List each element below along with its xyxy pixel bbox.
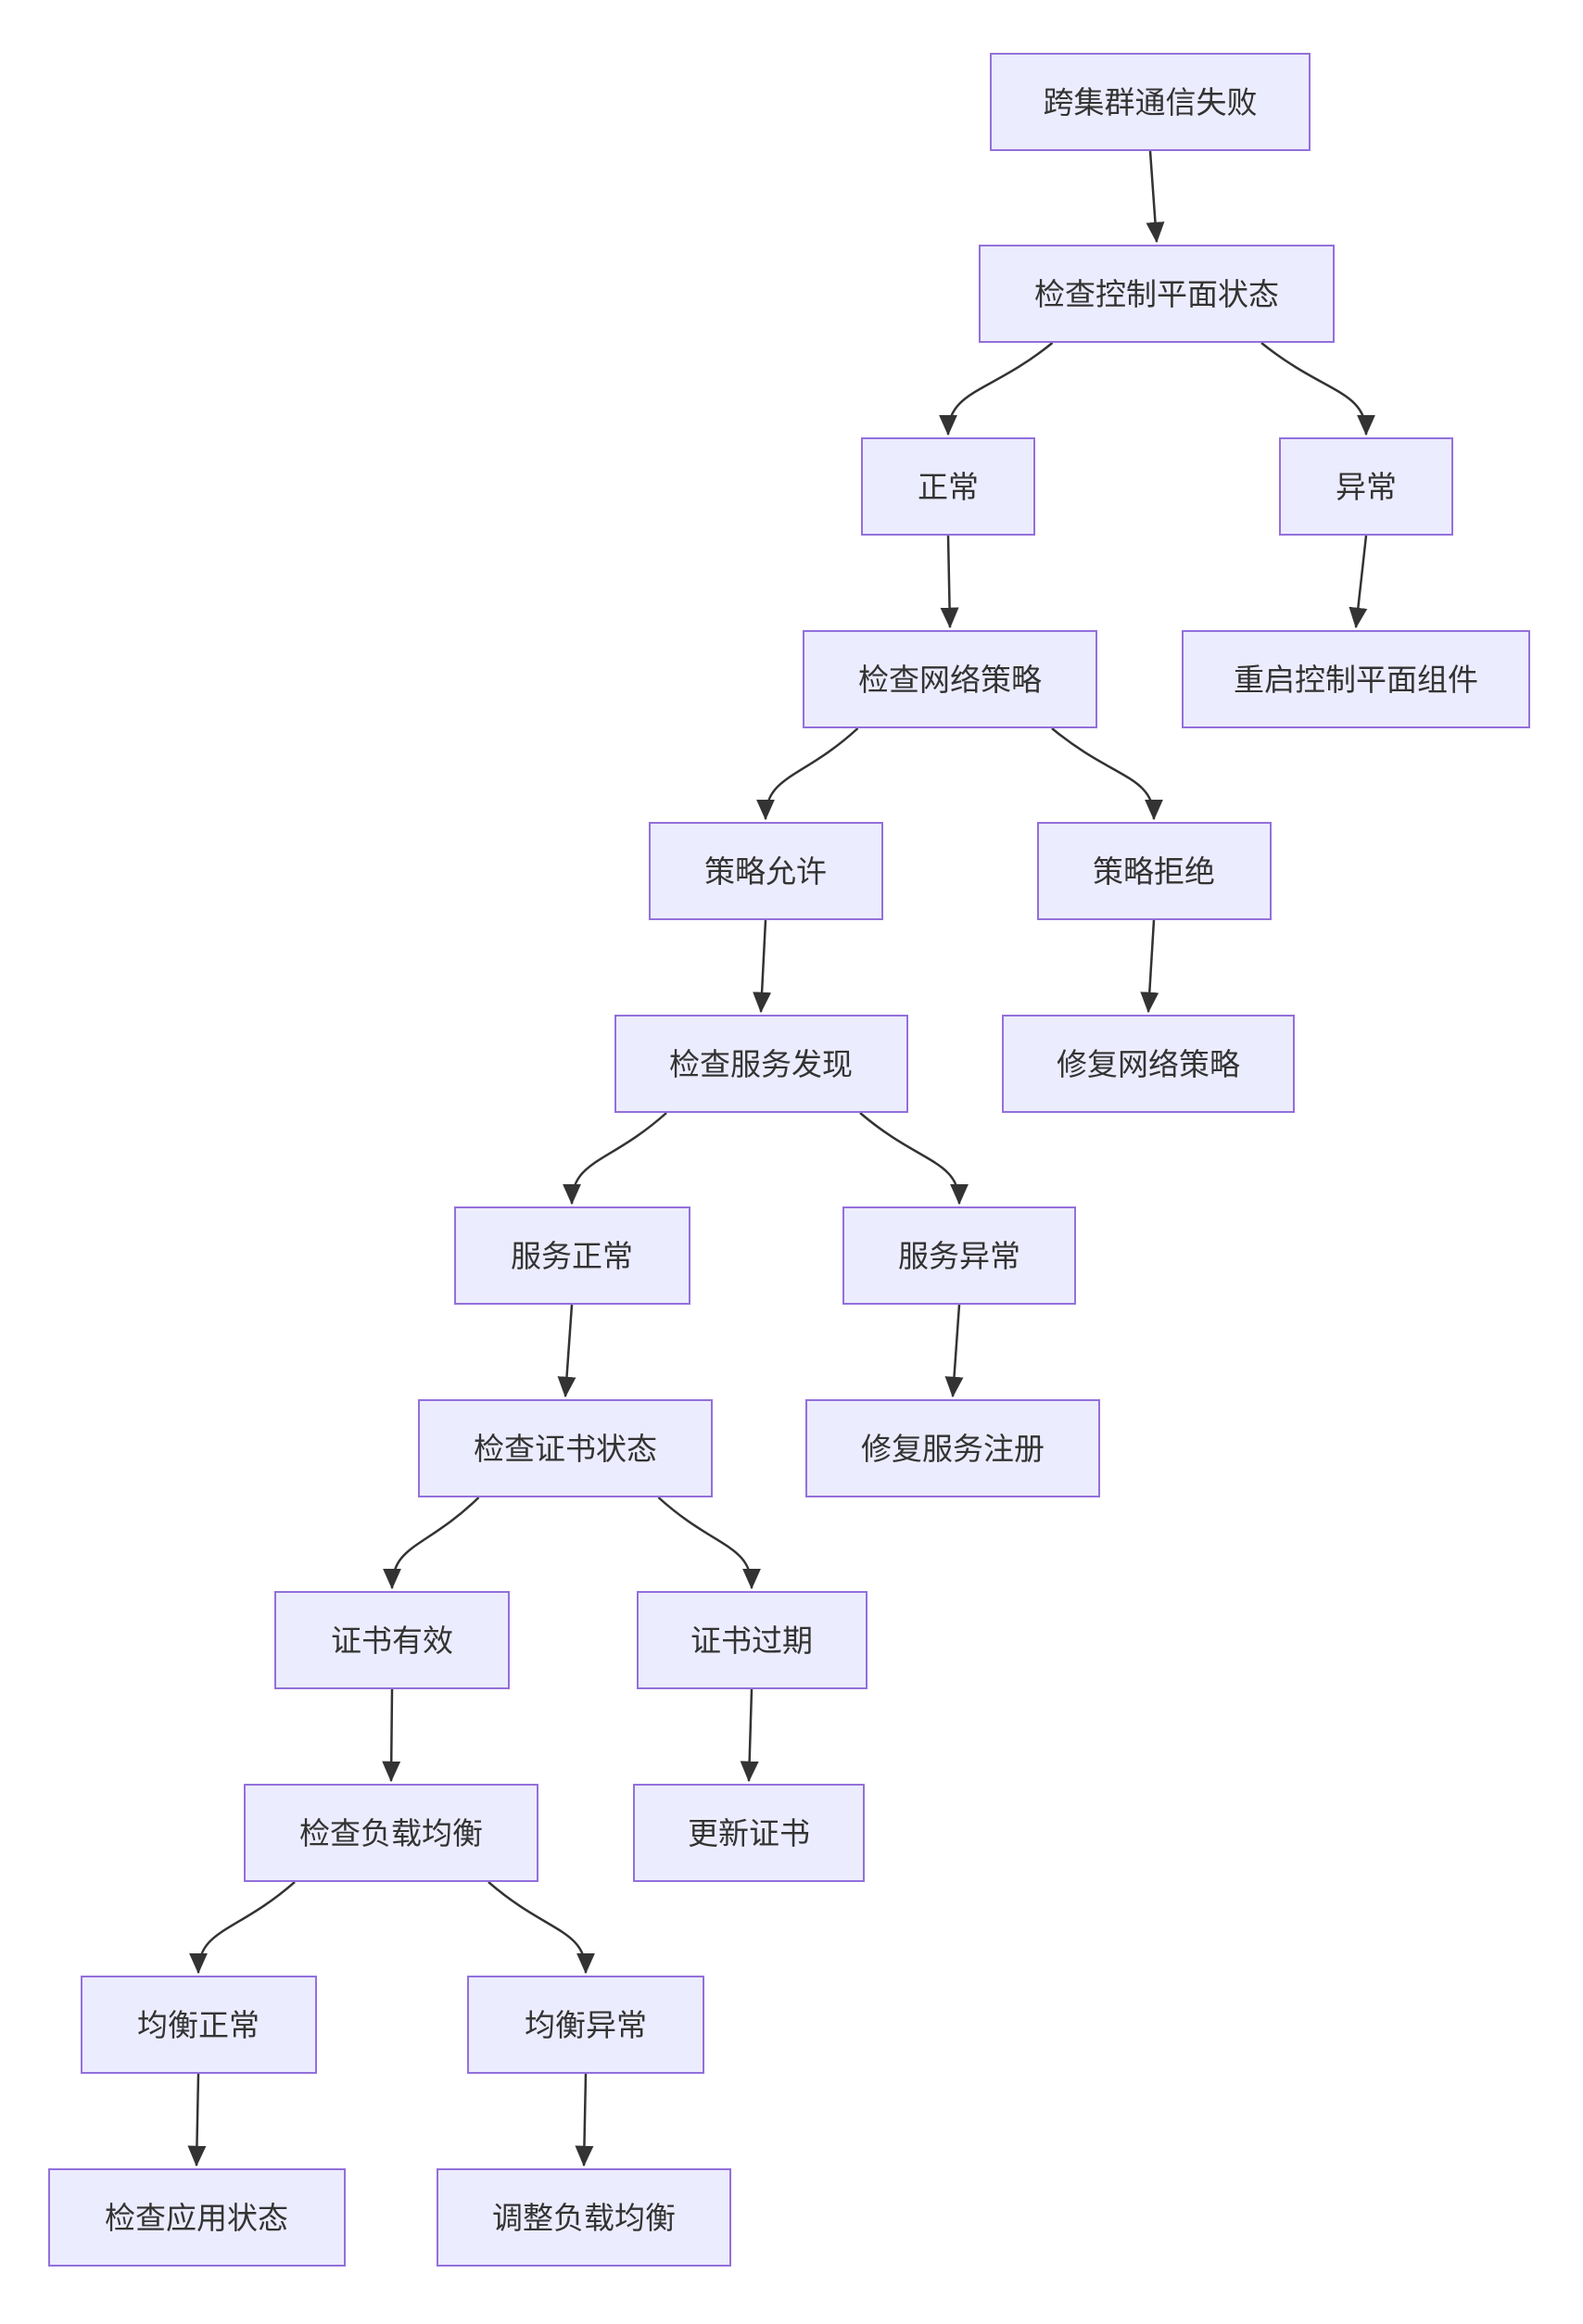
flow-node-P: 证书过期 [636,1591,867,1689]
edge-B-D [1260,342,1375,436]
edge-C-E [940,535,959,629]
edge-O-Q [382,1688,401,1783]
edge-Q-T [488,1881,595,1975]
flow-node-L: 服务异常 [842,1206,1076,1305]
flow-node-I: 检查服务发现 [614,1015,908,1113]
edge-M-O [383,1497,480,1590]
flow-node-R: 更新证书 [633,1784,865,1882]
edge-E-H [1051,727,1163,821]
edge-Q-S [189,1881,296,1975]
flow-node-F: 重启控制平面组件 [1182,630,1530,728]
edge-P-R [740,1688,759,1783]
flow-node-B: 检查控制平面状态 [979,245,1335,343]
edge-G-I [753,919,772,1014]
edge-I-K [563,1112,667,1206]
flow-node-S: 均衡正常 [80,1976,317,2074]
flow-node-N: 修复服务注册 [805,1399,1100,1497]
flow-node-T: 均衡异常 [467,1976,704,2074]
edge-M-P [657,1497,761,1590]
flow-node-J: 修复网络策略 [1002,1015,1295,1113]
flow-node-Q: 检查负载均衡 [244,1784,538,1882]
edge-H-J [1140,919,1159,1014]
flow-node-O: 证书有效 [274,1591,510,1689]
flow-node-H: 策略拒绝 [1036,822,1272,920]
flow-node-K: 服务正常 [453,1206,690,1305]
edge-S-U [187,2073,207,2167]
edge-K-M [557,1304,576,1398]
flow-node-E: 检查网络策略 [803,630,1097,728]
flow-node-V: 调整负载均衡 [437,2168,731,2267]
flow-node-D: 异常 [1279,437,1453,536]
flow-node-A: 跨集群通信失败 [990,53,1311,151]
flow-node-C: 正常 [861,437,1035,536]
edge-L-N [944,1304,964,1398]
flow-node-U: 检查应用状态 [47,2168,346,2267]
edge-B-C [939,342,1054,436]
edge-A-B [1146,150,1165,244]
flow-node-M: 检查证书状态 [418,1399,713,1497]
edge-E-G [756,727,859,821]
flow-node-G: 策略允许 [648,822,883,920]
edge-I-L [859,1112,969,1206]
edge-T-V [575,2073,594,2167]
edge-D-F [1349,535,1368,629]
